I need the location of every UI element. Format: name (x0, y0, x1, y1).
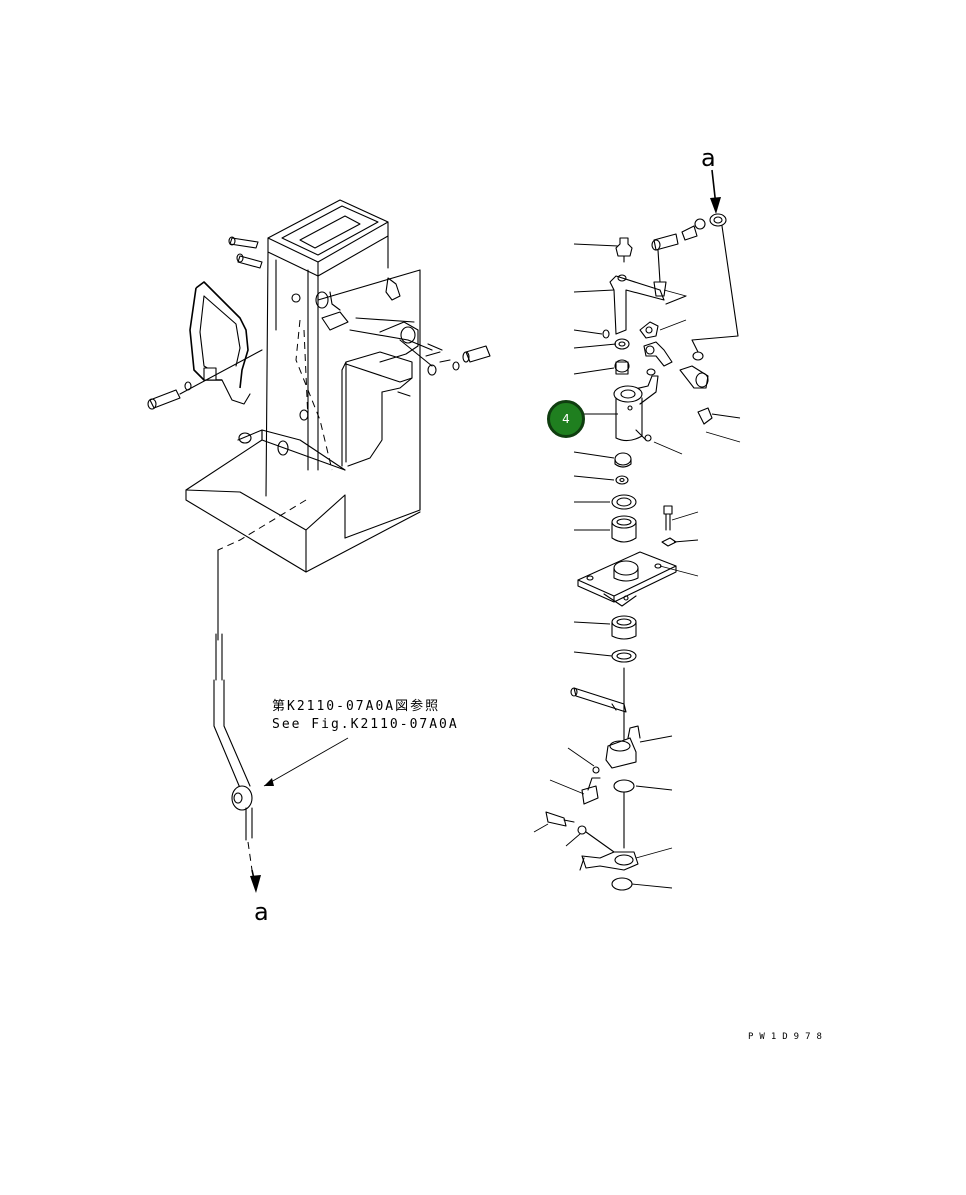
control-stand-housing (147, 199, 491, 573)
drawing-code: PW1D978 (748, 1032, 828, 1042)
connector-label-top: a (701, 144, 716, 172)
linkage-exploded (533, 169, 741, 891)
connector-label-bottom: a (254, 898, 269, 926)
reference-note-jp: 第K2110-07A0A図参照 (272, 699, 441, 714)
part-callout-badge[interactable]: 4 (547, 400, 585, 438)
reference-note-en: See Fig.K2110-07A0A (272, 717, 459, 732)
control-rod (213, 549, 349, 893)
